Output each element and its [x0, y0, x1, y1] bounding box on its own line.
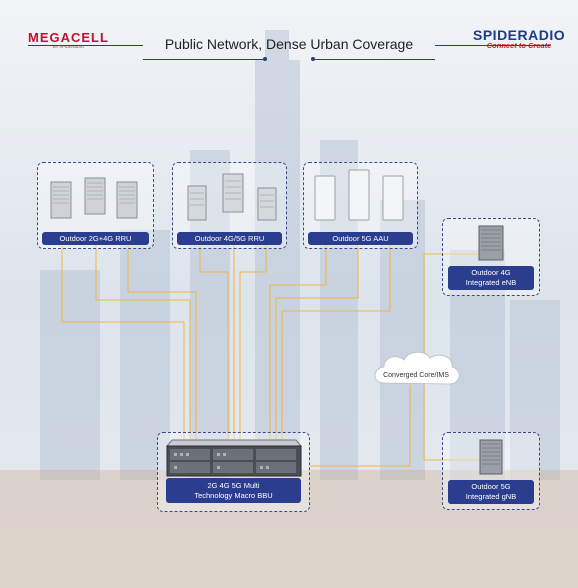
aau-unit-icon — [314, 175, 336, 221]
bbu-label-line2: Technology Macro BBU — [194, 490, 273, 500]
rru-4g5g-label: Outdoor 4G/5G RRU — [177, 232, 282, 245]
gnb-5g-label-line1: Outdoor 5G — [471, 482, 511, 491]
rru-unit-icon — [222, 173, 244, 213]
enb-unit-icon — [478, 225, 504, 261]
gnb-5g-label-line2: Integrated gNB — [465, 492, 517, 501]
rru-unit-icon — [257, 187, 277, 221]
gnb-5g-label: Outdoor 5G Integrated gNB — [448, 480, 534, 504]
megacell-logo-name: MEGACELL — [28, 30, 109, 45]
rru-unit-icon — [116, 181, 138, 219]
header-rule-right — [435, 45, 550, 46]
header-rule-left — [28, 45, 143, 46]
bbu-label: 2G 4G 5G Multi Technology Macro BBU — [166, 478, 301, 503]
bbu-unit-icon — [166, 439, 302, 477]
rru-unit-icon — [84, 177, 106, 215]
rru-unit-icon — [187, 185, 207, 221]
aau-5g-label: Outdoor 5G AAU — [308, 232, 413, 245]
page-title: Public Network, Dense Urban Coverage — [164, 36, 414, 52]
megacell-logo: MEGACELL BY SPIDERADIO — [28, 30, 109, 49]
header-rule-left-lower — [143, 59, 263, 60]
header-dot-left — [263, 57, 267, 61]
spideradio-logo-name: SPIDERADIO — [473, 27, 566, 43]
header-dot-right — [311, 57, 315, 61]
gnb-unit-icon — [479, 439, 503, 475]
aau-unit-icon — [382, 175, 404, 221]
rru-unit-icon — [50, 181, 72, 219]
core-label: Converged Core/IMS — [383, 372, 449, 379]
aau-unit-icon — [348, 169, 370, 221]
bbu-label-line1: 2G 4G 5G Multi — [207, 480, 260, 490]
enb-4g-label-line2: Integrated eNB — [465, 278, 517, 287]
megacell-logo-sub: BY SPIDERADIO — [52, 44, 84, 49]
header: MEGACELL BY SPIDERADIO Public Network, D… — [0, 0, 578, 70]
header-rule-right-lower — [315, 59, 435, 60]
enb-4g-label-line1: Outdoor 4G — [471, 268, 511, 277]
enb-4g-label: Outdoor 4G Integrated eNB — [448, 266, 534, 290]
rru-2g4g-label: Outdoor 2G+4G RRU — [42, 232, 149, 245]
